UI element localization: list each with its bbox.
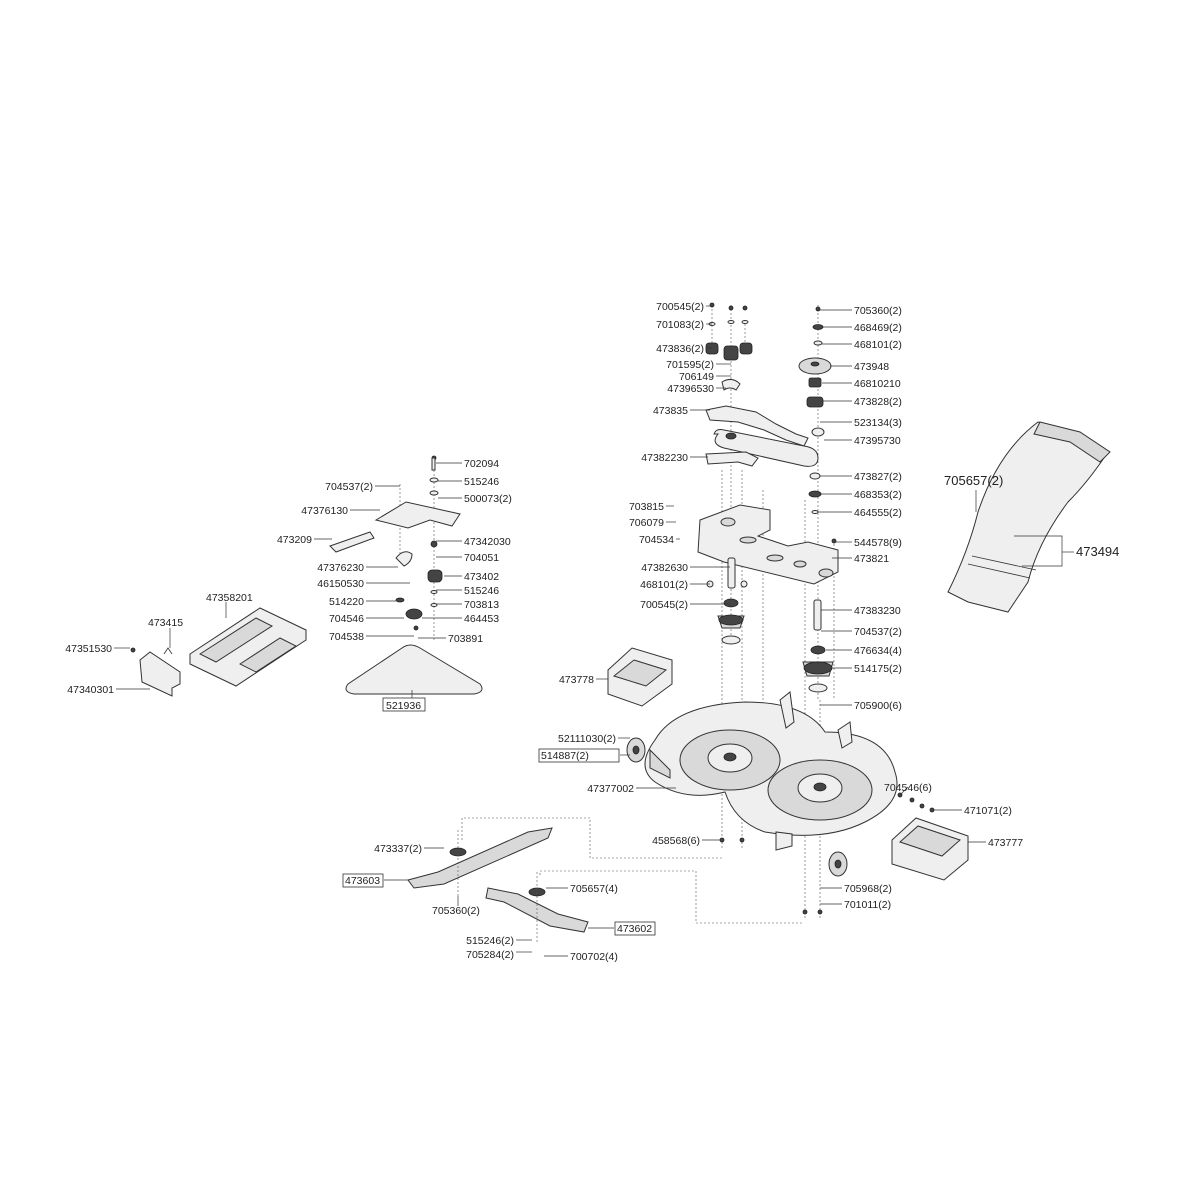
- label-473415: 473415: [148, 617, 183, 629]
- label-464453: 464453: [464, 613, 499, 625]
- mower-deck: [644, 691, 898, 851]
- spindle-housing-left: [717, 598, 745, 645]
- label-476634: 476634(4): [854, 645, 902, 657]
- label-468101-top: 468101(2): [854, 339, 902, 351]
- belt-cover-right: [891, 817, 969, 881]
- label-473777: 473777: [988, 837, 1023, 849]
- label-473828: 473828(2): [854, 396, 902, 408]
- label-704537-right: 704537(2): [854, 626, 902, 638]
- label-704534: 704534: [639, 534, 674, 546]
- label-473402: 473402: [464, 571, 499, 583]
- label-515246-a: 515246: [464, 476, 499, 488]
- label-514175: 514175(2): [854, 663, 902, 675]
- leader-lines: [114, 305, 1074, 957]
- label-473821: 473821: [854, 553, 889, 565]
- label-701011: 701011(2): [844, 899, 891, 911]
- blade-left: [407, 827, 553, 889]
- label-705900: 705900(6): [854, 700, 902, 712]
- label-471071: 471071(2): [964, 805, 1012, 817]
- label-704546-left: 704546: [329, 613, 364, 625]
- idler-pulley: [705, 342, 753, 361]
- label-704051: 704051: [464, 552, 499, 564]
- deflector-shield: [189, 607, 307, 687]
- discharge-chute: [947, 421, 1111, 613]
- label-47382630: 47382630: [641, 562, 688, 574]
- label-46150530: 46150530: [317, 578, 364, 590]
- gauge-wheel-left: [626, 737, 646, 763]
- label-706079: 706079: [629, 517, 664, 529]
- label-468469: 468469(2): [854, 322, 902, 334]
- label-705360-blade: 705360(2): [432, 905, 480, 917]
- label-704546-right: 704546(6): [884, 782, 932, 794]
- mount-bracket: [130, 647, 181, 697]
- label-515246-b: 515246: [464, 585, 499, 597]
- label-464555: 464555(2): [854, 507, 902, 519]
- label-473494: 473494: [1076, 544, 1119, 559]
- label-473827: 473827(2): [854, 471, 902, 483]
- label-521936: 521936: [386, 700, 421, 712]
- label-473835: 473835: [653, 405, 688, 417]
- label-458568: 458568(6): [652, 835, 700, 847]
- label-523134: 523134(3): [854, 417, 902, 429]
- label-473836: 473836(2): [656, 343, 704, 355]
- label-473603: 473603: [345, 875, 380, 887]
- label-705657-blade: 705657(4): [570, 883, 618, 895]
- label-46810210: 46810210: [854, 378, 901, 390]
- label-47342030: 47342030: [464, 536, 511, 548]
- label-47351530: 47351530: [65, 643, 112, 655]
- label-703813: 703813: [464, 599, 499, 611]
- label-473778: 473778: [559, 674, 594, 686]
- label-701083: 701083(2): [656, 319, 704, 331]
- label-473602: 473602: [617, 923, 652, 935]
- label-700545-top: 700545(2): [656, 301, 704, 313]
- label-704537-left: 704537(2): [325, 481, 373, 493]
- label-47340301: 47340301: [67, 684, 114, 696]
- label-703815: 703815: [629, 501, 664, 513]
- idler-assembly: [329, 455, 461, 640]
- spindle-housing-right: [802, 645, 834, 693]
- label-702094: 702094: [464, 458, 499, 470]
- label-701595: 701595(2): [666, 359, 714, 371]
- label-705360-top: 705360(2): [854, 305, 902, 317]
- label-47383230: 47383230: [854, 605, 901, 617]
- label-705657-chute: 705657(2): [944, 473, 1003, 488]
- drive-belt: [345, 644, 483, 695]
- label-704538: 704538: [329, 631, 364, 643]
- label-468353: 468353(2): [854, 489, 902, 501]
- label-700545-mid: 700545(2): [640, 599, 688, 611]
- label-705968: 705968(2): [844, 883, 892, 895]
- gauge-wheel-right: [828, 851, 848, 877]
- label-544578: 544578(9): [854, 537, 902, 549]
- label-473209: 473209: [277, 534, 312, 546]
- label-47376130: 47376130: [301, 505, 348, 517]
- label-47382230: 47382230: [641, 452, 688, 464]
- belt-cover-left: [607, 647, 673, 707]
- label-47376230: 47376230: [317, 562, 364, 574]
- label-705284: 705284(2): [466, 949, 514, 961]
- label-514887: 514887(2): [541, 750, 589, 762]
- label-47396530: 47396530: [667, 383, 714, 395]
- label-700702: 700702(4): [570, 951, 618, 963]
- label-52111030: 52111030(2): [558, 733, 616, 745]
- label-47377002: 47377002: [587, 783, 634, 795]
- label-473948: 473948: [854, 361, 889, 373]
- label-47395730: 47395730: [854, 435, 901, 447]
- label-514220: 514220: [329, 596, 364, 608]
- label-515246-c: 515246(2): [466, 935, 514, 947]
- label-703891: 703891: [448, 633, 483, 645]
- part-labels: 700545(2) 701083(2) 473836(2) 701595(2) …: [65, 301, 1119, 963]
- label-468101-mid: 468101(2): [640, 579, 688, 591]
- label-500073: 500073(2): [464, 493, 512, 505]
- label-473337: 473337(2): [374, 843, 422, 855]
- label-706149: 706149: [679, 371, 714, 383]
- label-47358201: 47358201: [206, 592, 253, 604]
